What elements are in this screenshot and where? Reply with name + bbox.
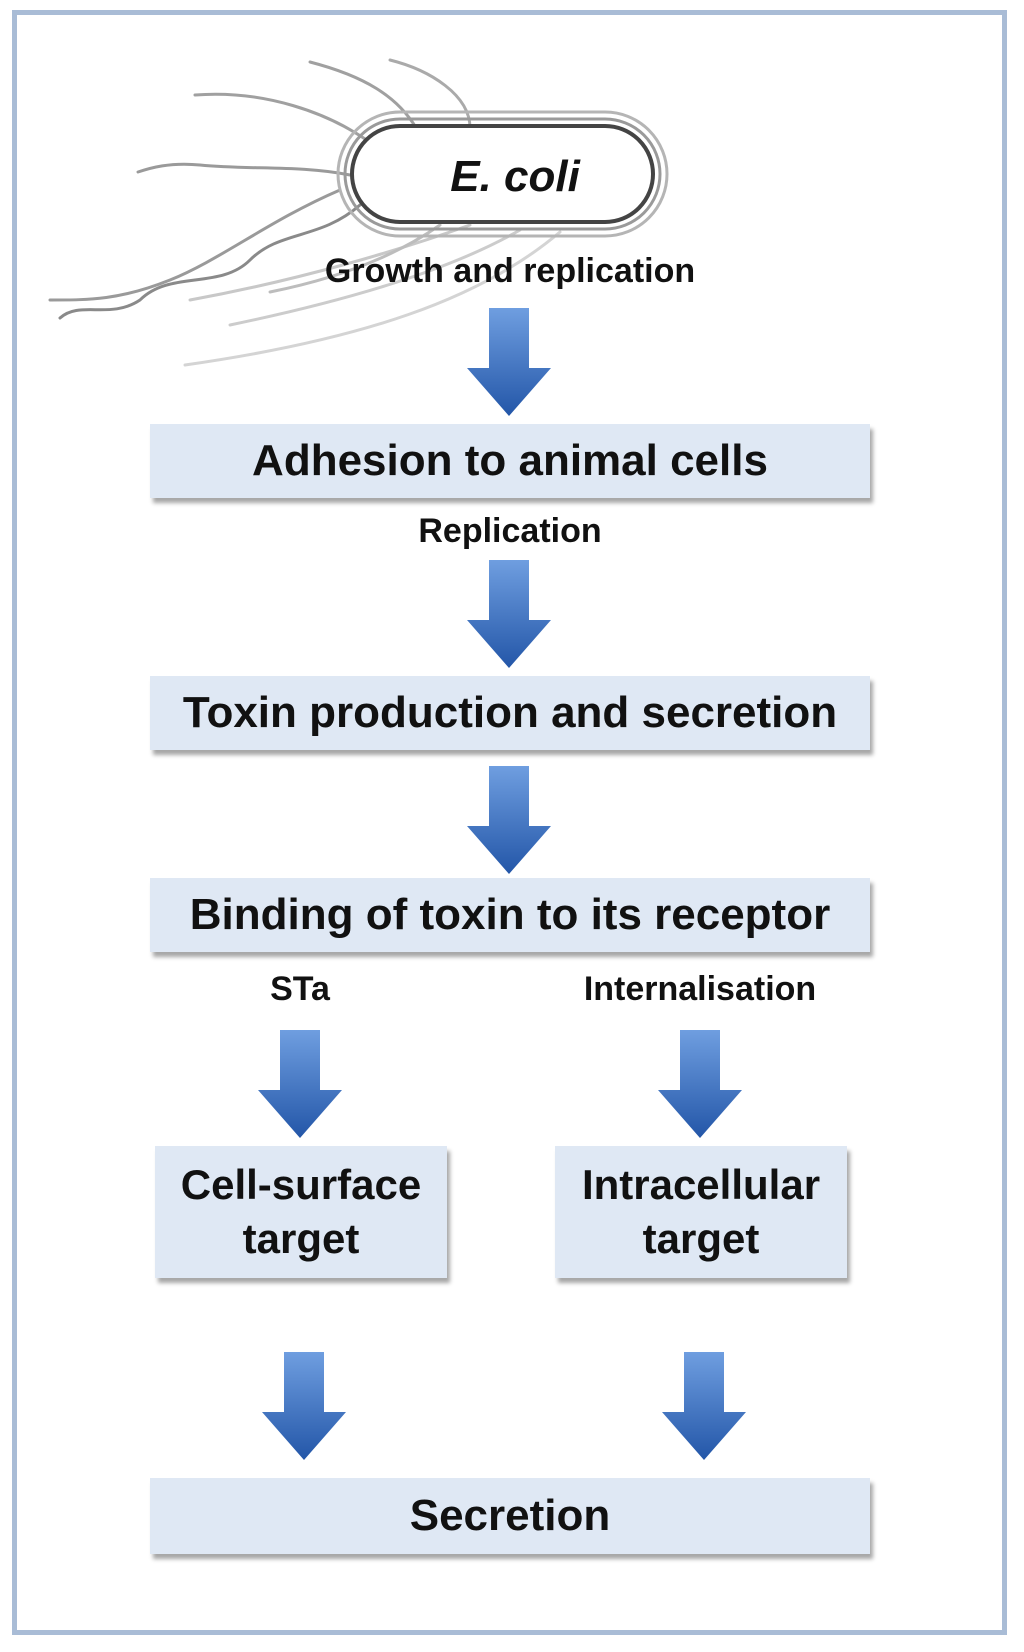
adhesion-label: Adhesion to animal cells [252,436,768,485]
sta-caption: STa [270,970,330,1008]
flagellum [136,162,352,177]
flagellum [58,203,362,320]
secretion-label: Secretion [409,1491,611,1540]
flagellum [228,228,522,327]
arrow-down-icon [258,1030,342,1138]
arrow-down-icon [467,766,551,874]
toxin-production-label: Toxin production and secretion [182,688,838,737]
flagellum [308,60,422,137]
arrow-down-icon [262,1352,346,1460]
cell-surface-label-line2: target [242,1215,360,1262]
secretion-box: Secretion [150,1478,870,1554]
binding-box: Binding of toxin to its receptor [150,878,870,952]
cell-envelope [336,110,669,238]
binding-label: Binding of toxin to its receptor [189,890,831,939]
arrow-down-icon [658,1030,742,1138]
arrow-down-icon [467,560,551,668]
organism-label: E. coli [450,152,580,201]
flagellum [48,188,342,302]
arrow-down-icon [467,308,551,416]
cell-surface-target-box: Cell-surface target [155,1146,447,1278]
internalisation-caption: Internalisation [583,970,817,1008]
adhesion-box: Adhesion to animal cells [150,424,870,498]
intracellular-label-line2: target [642,1215,760,1262]
intracellular-label-line1: Intracellular [581,1161,821,1208]
growth-caption: Growth and replication [324,252,696,290]
intracellular-target-box: Intracellular target [555,1146,847,1278]
replication-caption: Replication [418,512,602,550]
flagellum [183,230,562,367]
arrow-down-icon [662,1352,746,1460]
cell-surface-label-line1: Cell-surface [180,1161,422,1208]
flagellum [193,92,382,152]
toxin-production-box: Toxin production and secretion [150,676,870,750]
flagellum [388,58,472,130]
ecoli-bacterium-illustration [48,58,669,367]
